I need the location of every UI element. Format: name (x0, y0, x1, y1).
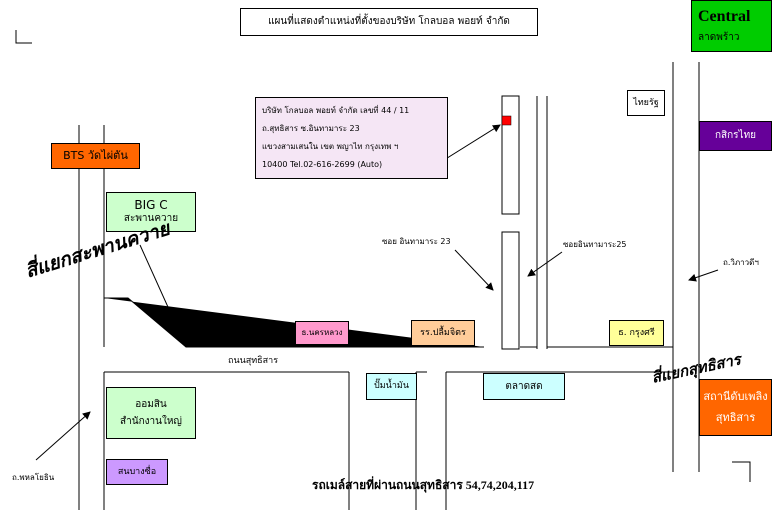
address-line-3: แขวงสามเสนใน เขต พญาไท กรุงเทพ ฯ (262, 142, 399, 152)
landmark-kasikorn: กสิกรไทย (699, 121, 772, 151)
central-branch: ลาดพร้าว (698, 32, 740, 44)
label-soi-25: ซอยอินทามาระ25 (563, 240, 627, 249)
road-sutthisan-top (104, 244, 673, 348)
bigc-branch: สะพานควาย (123, 213, 179, 225)
road-vibhavadi (672, 62, 700, 472)
soi-inthamara-23 (501, 95, 520, 350)
address-box: บริษัท โกลบอล พอยท์ จำกัด เลขที่ 44 / 11… (255, 97, 448, 179)
gsb-name: ออมสิน (135, 398, 167, 410)
map-title: แผนที่แสดงตำแหน่งที่ตั้งของบริษัท โกลบอล… (240, 8, 538, 36)
landmark-market: ตลาดสด (483, 373, 565, 400)
company-marker (501, 115, 512, 126)
central-name: Central (698, 8, 751, 26)
landmark-krungsri: ธ. กรุงศรี (609, 320, 664, 346)
landmark-gsb: ออมสิน สำนักงานใหญ่ (106, 387, 196, 439)
fire-station-branch: สุทธิสาร (715, 410, 756, 424)
landmark-bigc: BIG C สะพานควาย (106, 192, 196, 232)
landmark-central: Central ลาดพร้าว (691, 0, 772, 52)
soi-inthamara-25 (536, 96, 548, 349)
gsb-branch: สำนักงานใหญ่ (120, 416, 182, 427)
label-wiphawadi: ถ.วิภาวดีฯ (723, 258, 759, 267)
address-line-4: 10400 Tel.02-616-2699 (Auto) (262, 160, 383, 170)
landmark-nakhonluang: ธ.นครหลวง (295, 321, 349, 345)
address-line-2: ถ.สุทธิสาร ซ.อินทามาระ 23 (262, 124, 360, 134)
road-phahonyothin (78, 125, 105, 510)
landmark-bts: BTS วัดไผ่ตัน (51, 143, 140, 169)
label-phahonyothin: ถ.พหลโยธิน (12, 473, 55, 482)
bus-routes-caption: รถเมล์สายที่ผ่านถนนสุทธิสาร 54,74,204,11… (312, 478, 535, 492)
landmark-thairath: ไทยรัฐ (627, 90, 665, 116)
label-sutthisan-road: ถนนสุทธิสาร (228, 356, 279, 366)
landmark-ptt: ปั๊มน้ำมัน (366, 373, 417, 400)
crop-marks (15, 30, 751, 482)
address-line-1: บริษัท โกลบอล พอยท์ จำกัด เลขที่ 44 / 11 (262, 106, 410, 116)
landmark-bus-terminal: สนบางซื่อ (106, 459, 168, 485)
landmark-fire-station: สถานีดับเพลิง สุทธิสาร (699, 379, 772, 436)
label-soi-23: ซอย อินทามาระ 23 (382, 237, 451, 246)
landmark-school: รร.ปลื้มจิตร (411, 320, 475, 346)
bigc-name: BIG C (134, 198, 168, 213)
fire-station-name: สถานีดับเพลิง (703, 389, 768, 403)
